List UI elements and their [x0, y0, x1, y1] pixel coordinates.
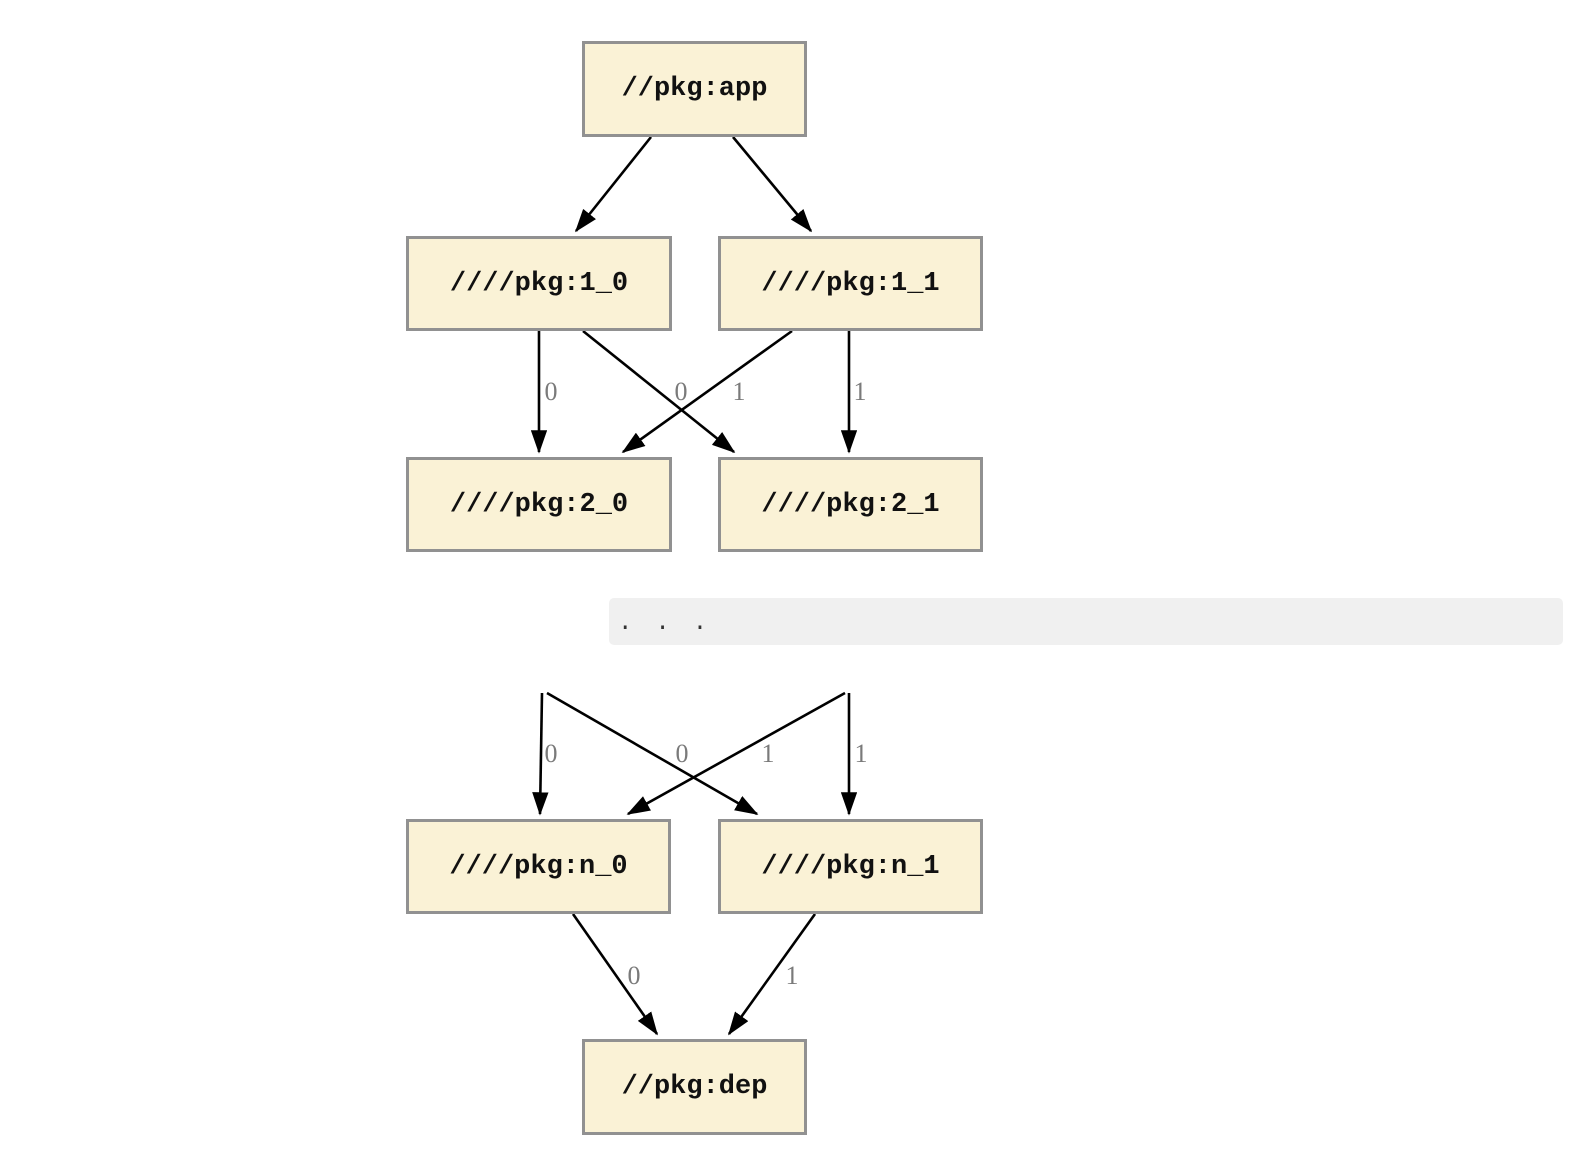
edge-label: 0 — [545, 377, 558, 406]
edge-label: 0 — [545, 739, 558, 768]
ellipsis-band: . . . — [609, 598, 1563, 645]
edge-app-to-1_1 — [731, 136, 813, 233]
edge-n_0-to-dep — [571, 913, 659, 1036]
edge-ellipsis-to-n_0-vertical — [532, 692, 549, 816]
edge-label: 1 — [786, 961, 799, 990]
node-pkg-2_0: ////pkg:2_0 — [406, 457, 672, 552]
edge-label: 1 — [855, 739, 868, 768]
edge-ellipsis-to-n_1-diagonal — [546, 691, 759, 816]
edge-1_1-to-2_0 — [621, 329, 793, 454]
node-pkg-n_0: ////pkg:n_0 — [406, 819, 671, 914]
node-pkg-dep: //pkg:dep — [582, 1039, 807, 1135]
edge-label: 0 — [675, 377, 688, 406]
node-pkg-1_0: ////pkg:1_0 — [406, 236, 672, 331]
node-pkg-app: //pkg:app — [582, 41, 807, 137]
edge-label: 1 — [733, 377, 746, 406]
node-pkg-n_1: ////pkg:n_1 — [718, 819, 983, 914]
edge-label: 1 — [762, 739, 775, 768]
edge-label: 0 — [628, 961, 641, 990]
edge-app-to-1_0 — [574, 136, 653, 233]
node-pkg-1_1: ////pkg:1_1 — [718, 236, 983, 331]
ellipsis-text: . . . — [618, 610, 712, 637]
edge-n_1-to-dep — [727, 913, 817, 1036]
edge-ellipsis-to-n_0-diagonal — [626, 691, 846, 816]
edge-1_0-to-2_1 — [582, 329, 736, 454]
edge-label: 1 — [854, 377, 867, 406]
edge-label: 0 — [676, 739, 689, 768]
node-pkg-2_1: ////pkg:2_1 — [718, 457, 983, 552]
